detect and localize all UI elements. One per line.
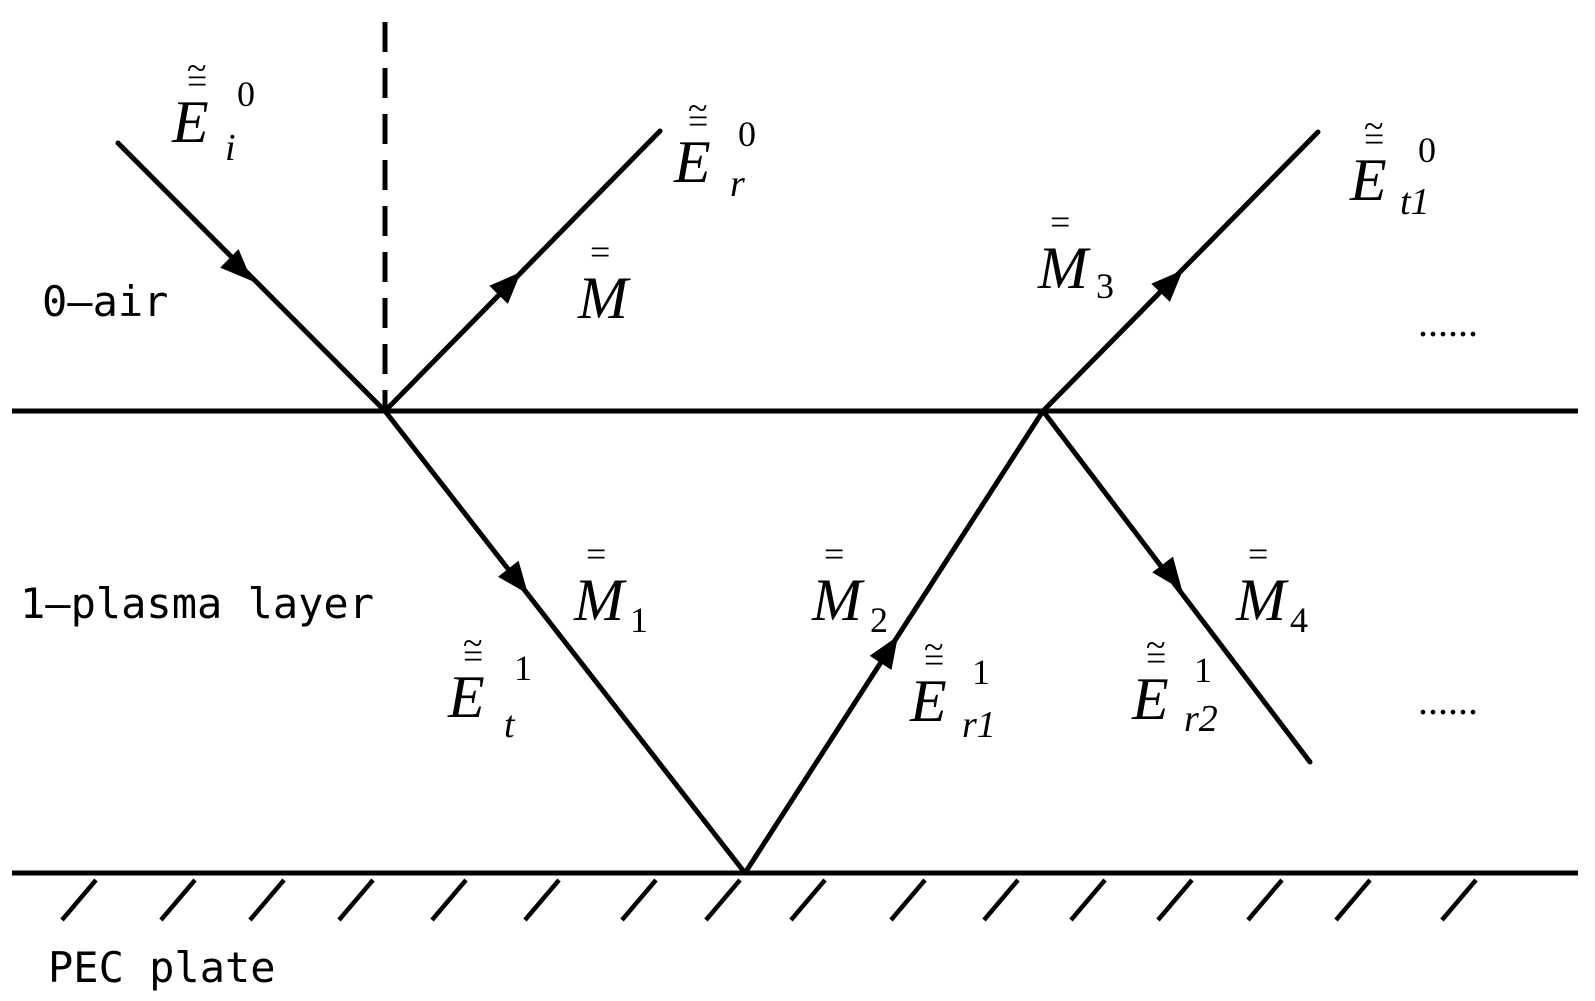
second-internal-arrowhead	[1152, 556, 1182, 590]
field-symbol: E	[1131, 666, 1169, 732]
incident-field-label: = ~ E i 0	[171, 48, 255, 169]
double-bar-accent: =	[924, 640, 944, 680]
field-symbol: E	[1349, 147, 1387, 213]
field-superscript: 1	[1194, 650, 1212, 690]
double-bar-accent: =	[590, 232, 610, 272]
hatch-mark	[982, 878, 1020, 922]
field-subscript: t1	[1400, 181, 1430, 223]
field-subscript: r	[730, 163, 745, 205]
reflected-field-label: = ~ E r 0	[673, 88, 756, 205]
incident-arrowhead	[220, 249, 252, 281]
field-symbol: E	[909, 668, 947, 734]
double-bar-accent: =	[1146, 638, 1166, 678]
hatch-mark	[60, 878, 98, 922]
pec-hatching	[60, 878, 1478, 922]
air-region-label: 0—air	[42, 277, 168, 326]
matrix-m1-label: = M 1	[573, 534, 648, 640]
hatch-mark	[430, 878, 468, 922]
matrix-subscript: 3	[1096, 266, 1114, 306]
hatch-mark	[620, 878, 658, 922]
reflected-arrowhead	[489, 272, 521, 304]
double-bar-accent: =	[1248, 534, 1268, 574]
hatch-mark	[889, 878, 927, 922]
field-subscript: i	[225, 127, 236, 169]
tilde-accent: ~	[1146, 625, 1165, 665]
matrix-symbol: M	[1235, 567, 1289, 633]
field-superscript: 0	[237, 74, 255, 114]
incident-ray	[115, 140, 388, 414]
field-subscript: r1	[962, 704, 996, 746]
field-symbol: E	[171, 89, 209, 155]
field-subscript: t	[504, 704, 516, 746]
hatch-mark	[1069, 878, 1107, 922]
matrix-symbol: M	[1037, 235, 1091, 301]
hatch-mark	[523, 878, 561, 922]
field-superscript: 1	[514, 648, 532, 688]
pec-reflected-arrowhead	[869, 636, 898, 670]
hatch-mark	[704, 878, 742, 922]
matrix-symbol: M	[577, 265, 631, 331]
plasma-ellipsis: ......	[1418, 678, 1478, 723]
transmitted-in-field-label: = ~ E t 1	[447, 623, 532, 746]
reflected-ray	[382, 128, 663, 414]
hatch-mark	[789, 878, 827, 922]
double-bar-accent: =	[1364, 119, 1384, 159]
matrix-subscript: 2	[870, 600, 888, 640]
tilde-accent: ~	[187, 48, 206, 88]
second-transmitted-arrowhead	[1151, 270, 1183, 302]
hatch-mark	[1440, 878, 1478, 922]
matrix-subscript: 1	[630, 600, 648, 640]
field-symbol: E	[447, 664, 485, 730]
transmitted-ray	[382, 408, 748, 876]
reflected-1-field-label: = ~ E r1 1	[909, 627, 996, 746]
matrix-symbol: M	[811, 567, 865, 633]
tilde-accent: ~	[688, 88, 707, 128]
hatch-mark	[1334, 878, 1372, 922]
matrix-m2-label: = M 2	[811, 534, 888, 640]
transmitted-arrowhead	[498, 560, 528, 594]
double-bar-accent: =	[688, 101, 708, 141]
tilde-accent: ~	[1364, 106, 1383, 146]
field-superscript: 1	[972, 652, 990, 692]
hatch-mark	[1156, 878, 1194, 922]
hatch-mark	[159, 878, 197, 922]
field-superscript: 0	[1418, 130, 1436, 170]
tilde-accent: ~	[463, 623, 482, 663]
matrix-m4-label: = M 4	[1235, 534, 1308, 640]
hatch-mark	[248, 878, 286, 922]
double-bar-accent: =	[824, 534, 844, 574]
field-superscript: 0	[738, 114, 756, 154]
air-ellipsis: ......	[1418, 300, 1478, 345]
matrix-m-label: = M	[577, 232, 631, 331]
field-subscript: r2	[1184, 698, 1218, 740]
transmitted-out-field-label: = ~ E t1 0	[1349, 106, 1436, 223]
pec-region-label: PEC plate	[48, 943, 276, 992]
double-bar-accent: =	[187, 61, 207, 101]
matrix-m3-label: = M 3	[1037, 202, 1114, 306]
tilde-accent: ~	[924, 627, 943, 667]
hatch-mark	[1246, 878, 1284, 922]
double-bar-accent: =	[586, 534, 606, 574]
double-bar-accent: =	[1050, 202, 1070, 242]
plasma-region-label: 1—plasma layer	[20, 579, 374, 628]
double-bar-accent: =	[463, 636, 483, 676]
matrix-symbol: M	[573, 567, 627, 633]
matrix-subscript: 4	[1290, 600, 1308, 640]
field-symbol: E	[673, 129, 711, 195]
reflected-2-field-label: = ~ E r2 1	[1131, 625, 1218, 740]
hatch-mark	[337, 878, 375, 922]
